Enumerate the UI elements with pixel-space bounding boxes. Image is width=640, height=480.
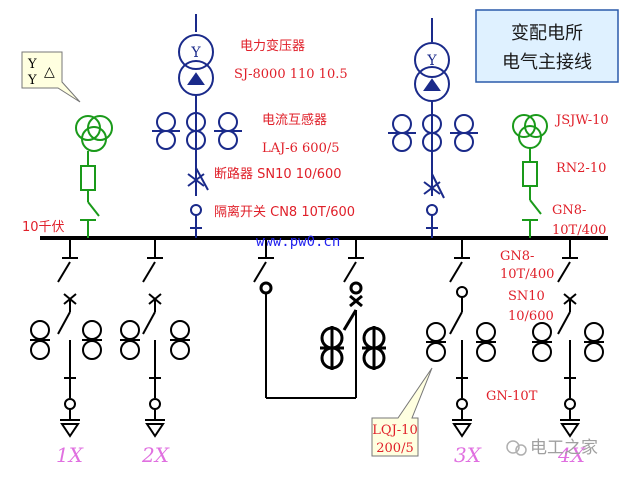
title-line-1: 变配电所 [511,23,583,44]
wechat-icon [506,440,520,454]
feeder-2x [120,238,190,438]
ct-model-label: LAJ-6 600/5 [262,141,340,156]
feeder-4x [532,238,604,438]
watermark: 电工之家 [506,438,598,458]
gn8-right-label-1: GN8- [552,203,586,218]
feeder-1x [30,238,102,438]
feeder-3x [426,238,496,438]
title-line-2: 电气主接线 [502,52,592,73]
winding-callout: Y △ Y [21,51,81,103]
lqj-label-1: LQJ-10 [372,423,417,438]
title-box: 变配电所 电气主接线 [475,9,619,83]
gn8-mid-label-2: 10T/400 [500,267,554,282]
feeder-label-4x: 4X [557,443,586,467]
gn8-right-label-2: 10T/400 [552,223,606,238]
transformer-name-label: 电力变压器 [240,38,305,54]
lqj-label-2: 200/5 [376,441,413,456]
watermark-text: 电工之家 [530,438,598,458]
site-url: www.pw0.cn [256,234,340,250]
right-pt-branch [512,114,548,238]
jsjw-label: JSJW-10 [554,113,609,128]
left-pt-branch [75,115,113,238]
feeder-label-1x: 1X [56,443,84,467]
callout-delta: △ [44,64,55,80]
breaker-label: 断路器 SN10 10/600 [214,166,342,182]
sn10-label-1: SN10 [508,289,545,304]
disconnector-label: 隔离开关 CN8 10T/600 [214,204,355,220]
transformer-model-label: SJ-8000 110 10.5 [234,67,348,82]
left-transformer-y: Y [190,45,201,61]
bus-tie [253,238,386,399]
gn10t-label: GN-10T [486,389,538,404]
left-transformer-branch [152,14,242,238]
bus-voltage-label: 10千伏 [22,220,65,235]
callout-bottom: Y [27,73,37,88]
lqj-callout: LQJ-10 200/5 [371,367,433,457]
sn10-label-2: 10/600 [508,309,554,324]
rn2-label: RN2-10 [556,161,606,176]
feeder-label-2x: 2X [141,443,170,467]
ct-name-label: 电流互感器 [262,112,327,128]
feeder-label-3x: 3X [454,443,482,467]
right-transformer-y: Y [426,53,437,69]
callout-top: Y [27,57,37,72]
gn8-mid-label-1: GN8- [500,249,534,264]
right-transformer-branch [388,18,478,238]
